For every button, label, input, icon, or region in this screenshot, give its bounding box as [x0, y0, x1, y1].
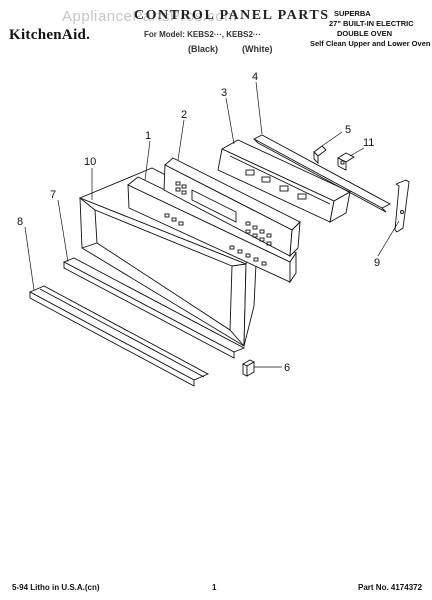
part-6-end-cap [242, 359, 255, 377]
callout-2: 2 [181, 109, 187, 121]
part-9-angle-bracket [394, 179, 410, 233]
color-white-label: (White) [242, 44, 273, 54]
part-7-lower-trim [62, 257, 246, 359]
color-black-label: (Black) [188, 44, 219, 54]
description-line-2: 27" BUILT-IN ELECTRIC [329, 19, 414, 28]
callout-4: 4 [252, 71, 258, 83]
part-11-label-plate [337, 152, 355, 171]
description-line-1: SUPERBA [334, 9, 371, 18]
part-3-control-housing [217, 139, 351, 223]
callout-8: 8 [17, 216, 23, 228]
page-number: 1 [212, 583, 217, 592]
part-2-touch-panel [163, 157, 301, 258]
part-4-bracket-strip [253, 134, 391, 213]
part-1-control-panel [127, 176, 297, 284]
litho-note: 5-94 Litho in U.S.A.(cn) [12, 583, 100, 592]
part-5-clip [313, 145, 327, 165]
model-line: For Model: KEBS2···, KEBS2··· [144, 30, 261, 39]
callout-10: 10 [84, 156, 96, 168]
part-8-base-trim [28, 285, 210, 387]
callout-11: 11 [363, 137, 374, 149]
brand-logo: KitchenAid. [9, 27, 91, 43]
description-line-3: DOUBLE OVEN [337, 29, 393, 38]
description-line-4: Self Clean Upper and Lower Oven [310, 39, 431, 48]
callout-5: 5 [345, 124, 351, 136]
page-title: CONTROL PANEL PARTS [134, 8, 330, 23]
callout-3: 3 [221, 87, 227, 99]
callout-9: 9 [374, 257, 380, 269]
callout-6: 6 [284, 362, 290, 374]
leader-lines [24, 81, 400, 368]
part-number: Part No. 4174372 [358, 583, 423, 592]
callout-1: 1 [145, 130, 151, 142]
watermark-text: AppliancePartsPros.com [62, 8, 238, 25]
callout-7: 7 [50, 189, 56, 201]
